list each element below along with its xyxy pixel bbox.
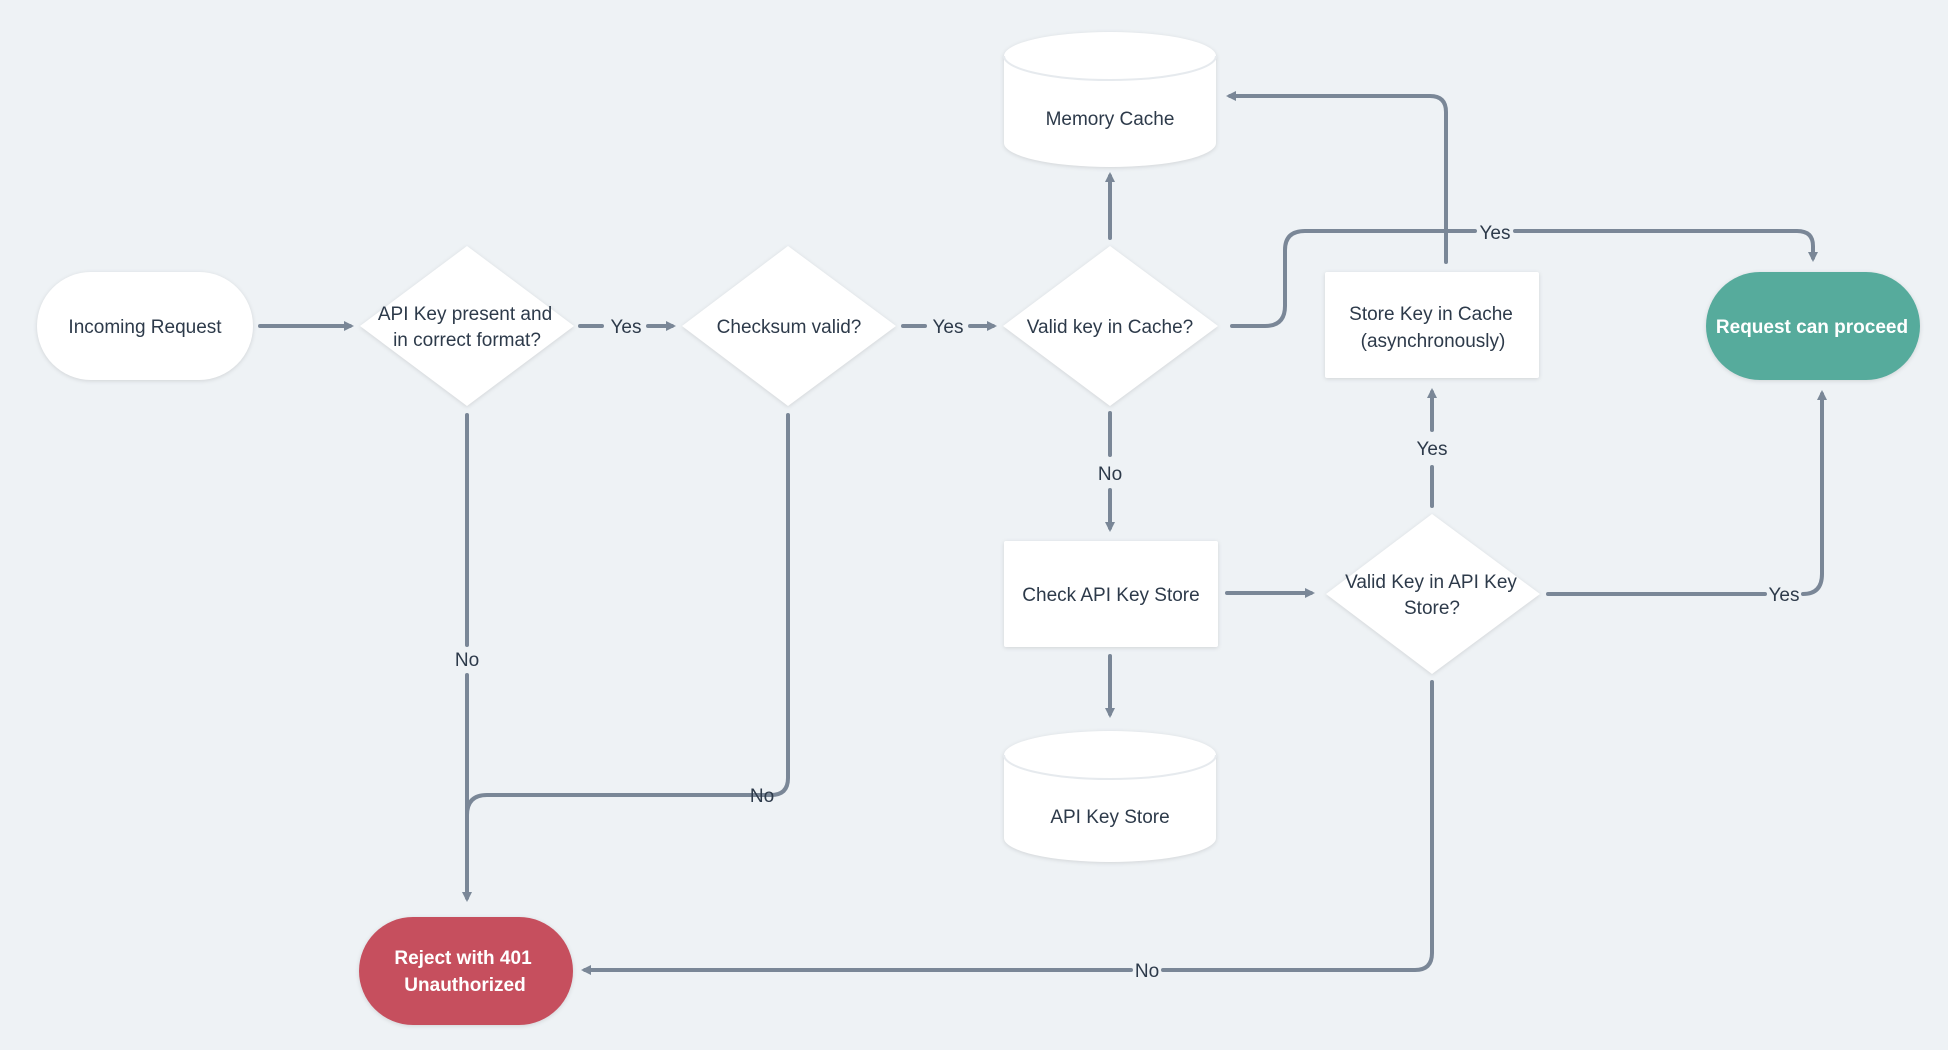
node-checksum-valid-label: Checksum valid? (717, 317, 862, 338)
node-request-proceed-label: Request can proceed (1716, 317, 1908, 338)
node-api-key-format-label-1: API Key present and (378, 304, 552, 325)
node-memory-cache-label: Memory Cache (1046, 109, 1175, 130)
node-store-key-cache[interactable]: Store Key in Cache (asynchronously) (1325, 272, 1539, 378)
node-valid-key-cache[interactable]: Valid key in Cache? (1003, 246, 1218, 406)
edge-label-checksum-yes: Yes (933, 317, 964, 338)
node-memory-cache[interactable]: Memory Cache (1003, 32, 1217, 167)
node-api-key-format-label-2: in correct format? (393, 330, 541, 351)
edge-label-valid-store-yes-up: Yes (1417, 439, 1448, 460)
edge-labels: Yes Yes Yes No Yes Yes No No No (455, 223, 1800, 982)
node-store-key-cache-label-2: (asynchronously) (1361, 331, 1506, 352)
node-valid-key-store[interactable]: Valid Key in API Key Store? (1326, 514, 1540, 674)
edge-label-checksum-no: No (750, 786, 774, 807)
edge-label-valid-store-yes-right: Yes (1769, 585, 1800, 606)
edge-label-cache-no: No (1098, 464, 1122, 485)
edge-label-format-yes: Yes (611, 317, 642, 338)
node-api-key-store-label: API Key Store (1050, 807, 1169, 828)
edge-store-no (1161, 680, 1434, 972)
node-incoming-request-label: Incoming Request (68, 317, 222, 338)
node-valid-key-cache-label: Valid key in Cache? (1027, 317, 1194, 338)
edge-label-format-no: No (455, 650, 479, 671)
node-valid-key-store-label-1: Valid Key in API Key (1345, 572, 1517, 593)
edge-label-cache-yes: Yes (1480, 223, 1511, 244)
edge-checksum-no (746, 413, 790, 797)
node-checksum-valid[interactable]: Checksum valid? (682, 246, 896, 406)
node-request-proceed[interactable]: Request can proceed (1706, 272, 1920, 380)
node-valid-key-store-label-2: Store? (1404, 598, 1460, 619)
edge-valid-store-yes-right-2 (1801, 390, 1827, 596)
node-incoming-request[interactable]: Incoming Request (37, 272, 253, 380)
node-reject-401-label-2: Unauthorized (404, 975, 525, 996)
edge-store-to-memory (1226, 91, 1448, 264)
edge-cache-yes-2 (1513, 229, 1818, 262)
node-reject-401[interactable]: Reject with 401 Unauthorized (359, 917, 573, 1025)
edge-checksum-no-2 (465, 793, 749, 832)
node-api-key-format[interactable]: API Key present and in correct format? (360, 246, 574, 406)
edge-cache-yes (1230, 229, 1477, 328)
node-api-key-store[interactable]: API Key Store (1003, 731, 1217, 862)
edge-label-store-no: No (1135, 961, 1159, 982)
node-reject-401-label-1: Reject with 401 (394, 948, 532, 969)
node-store-key-cache-label-1: Store Key in Cache (1349, 304, 1513, 325)
node-check-api-key-store[interactable]: Check API Key Store (1004, 541, 1218, 647)
edges (258, 91, 1827, 975)
node-check-api-key-store-label: Check API Key Store (1022, 585, 1199, 606)
